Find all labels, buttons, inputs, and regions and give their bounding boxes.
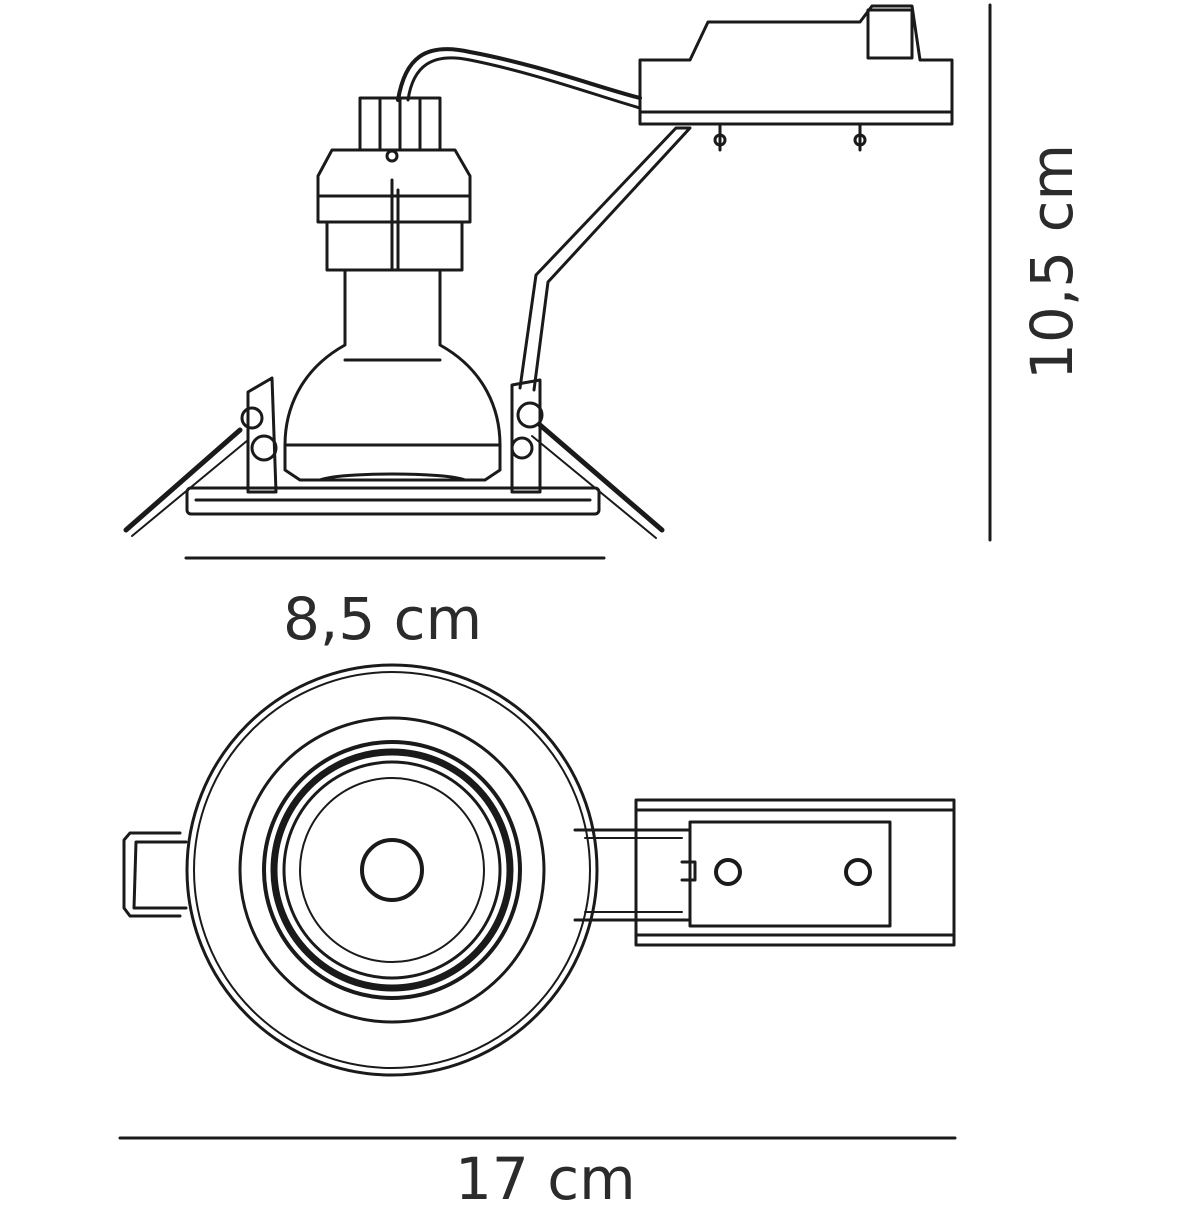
- lamp-socket: [316, 148, 472, 272]
- side-view: [123, 4, 954, 539]
- right-spring-clip: [510, 378, 665, 539]
- bezel: [185, 486, 601, 516]
- lamp-center: [360, 838, 424, 902]
- cable-connector: [358, 96, 442, 163]
- length-label: 17 cm: [455, 1145, 636, 1213]
- width-label: 8,5 cm: [283, 585, 483, 653]
- mounting-bracket: [518, 126, 692, 392]
- left-spring-clip: [123, 376, 278, 537]
- outer-ring: [185, 663, 599, 1077]
- inner-ring: [238, 716, 546, 1024]
- top-driver-box: [634, 798, 956, 947]
- led-driver-box: [638, 4, 954, 152]
- top-view: [122, 663, 956, 1077]
- height-label: 10,5 cm: [1018, 144, 1086, 380]
- power-cable: [396, 47, 642, 102]
- top-left-clip: [122, 831, 188, 918]
- bulb: [283, 268, 502, 482]
